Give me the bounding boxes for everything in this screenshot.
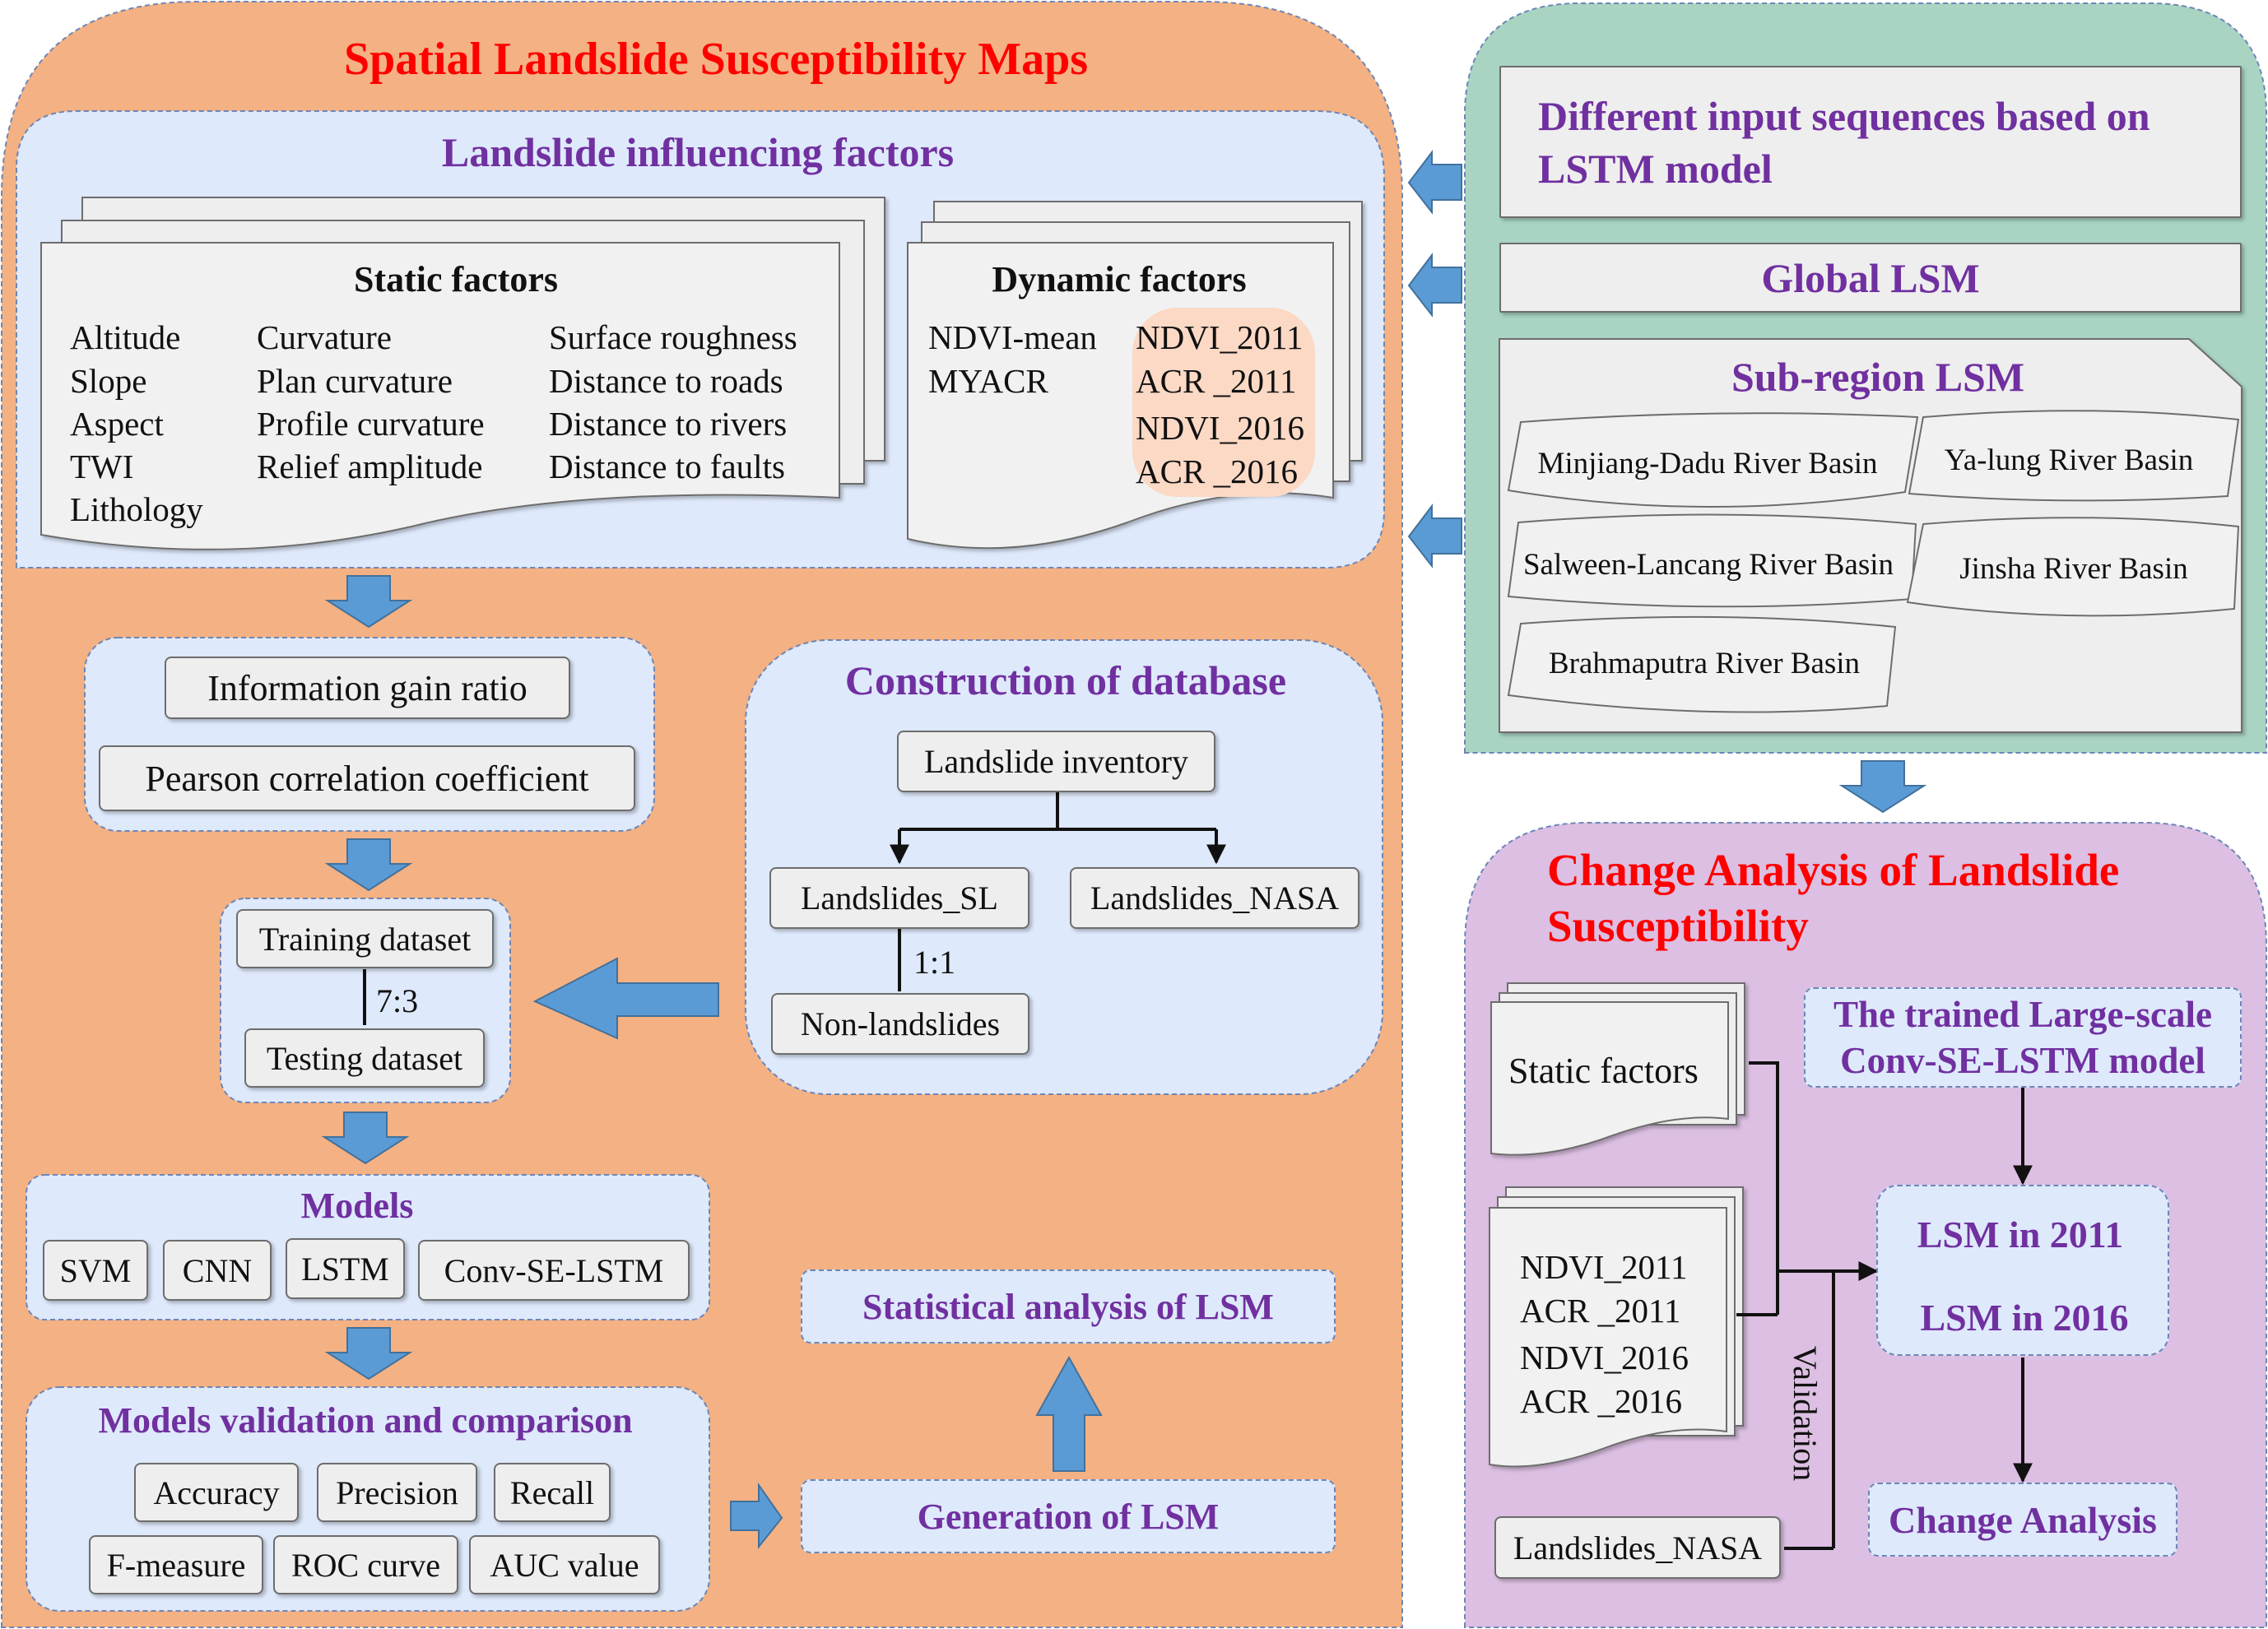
dynamic-highlight [1132,308,1315,497]
dynamic-factors-title: Dynamic factors [992,259,1247,299]
static-factors-title: Static factors [353,259,559,299]
change-connectors [1736,1061,2033,1550]
arrow-down-icon [324,1327,413,1381]
change-landslides-nasa-box: Landslides_NASA [1494,1516,1781,1579]
metric-f-measure: F-measure [89,1535,263,1594]
arrow-down-icon [324,575,413,629]
static-factor: Aspect [70,405,164,443]
static-factor: Slope [70,362,147,400]
database-connectors [363,791,1226,1025]
subregion-title: Sub-region LSM [1731,354,2025,400]
dynamic-factor: MYACR [928,362,1048,400]
change-title: Change Analysis of Landslide Susceptibil… [1547,845,2120,951]
database-title: Construction of database [844,657,1287,703]
change-static-label: Static factors [1508,1051,1699,1091]
split-ratio: 7:3 [376,982,419,1019]
static-factor: Lithology [70,490,203,528]
arrow-left-icon [1407,150,1462,215]
static-factors-document [40,197,885,550]
static-factor: Plan curvature [257,362,453,400]
basin-shape [1507,615,1897,713]
change-dynamic-document [1489,1186,1744,1468]
training-dataset-box: Training dataset [236,909,494,968]
model-conv-se-lstm: Conv-SE-LSTM [418,1240,690,1301]
model-cnn: CNN [163,1240,272,1301]
change-static-document [1490,982,1745,1156]
basin-minjiang-dadu: Minjiang-Dadu River Basin [1537,447,1878,480]
input-sequences-label: Different input sequences based on LSTM … [1538,92,2150,192]
generation-lsm-box: Generation of LSM [801,1479,1336,1553]
pearson-correlation-box: Pearson correlation coefficient [99,745,635,811]
static-factor: Distance to rivers [549,405,788,443]
metric-accuracy: Accuracy [134,1463,299,1522]
influencing-title: Landslide influencing factors [441,129,955,175]
basin-shape [1507,412,1919,508]
arrow-down-icon [321,1112,410,1165]
information-gain-ratio-box: Information gain ratio [165,657,570,719]
basin-shape [1906,517,2240,617]
static-factor: TWI [70,448,134,485]
lsm-2016-label: LSM in 2016 [1920,1297,2129,1339]
change-dynamic-factor: ACR _2011 [1520,1292,1681,1330]
basin-ya-lung: Ya-lung River Basin [1944,443,2194,477]
basin-waves [1507,410,2240,713]
global-lsm-box: Global LSM [1499,243,2242,313]
landslides-nasa-box: Landslides_NASA [1070,867,1359,929]
change-dynamic-factor: ACR _2016 [1520,1382,1683,1420]
lsm-2011-label: LSM in 2011 [1917,1214,2124,1255]
input-sequences-box: Different input sequences based on LSTM … [1499,66,2242,218]
models-title: Models [300,1186,414,1226]
static-factor: Profile curvature [257,405,485,443]
arrow-down-icon [1838,760,1927,814]
validation-title: Models validation and comparison [98,1400,633,1441]
validation-label: Validation [1787,1346,1824,1481]
static-factor: Distance to roads [549,362,783,400]
basin-brahmaputra: Brahmaputra River Basin [1548,647,1861,680]
dynamic-factor: NDVI_2011 [1136,318,1304,356]
dynamic-factor: NDVI-mean [928,318,1097,356]
static-factor: Distance to faults [549,448,785,485]
metric-recall: Recall [494,1463,611,1522]
arrow-up-icon [1035,1355,1103,1472]
arrow-left-icon [1407,253,1462,318]
static-factor: Surface roughness [549,318,797,356]
landslide-inventory-box: Landslide inventory [897,731,1215,792]
testing-dataset-box: Testing dataset [244,1028,485,1088]
static-factor: Altitude [70,318,181,356]
static-factor: Curvature [257,318,392,356]
arrow-left-icon [1407,504,1462,569]
model-lstm: LSTM [286,1238,405,1299]
metric-precision: Precision [317,1463,477,1522]
non-landslides-box: Non-landslides [771,993,1029,1055]
change-dynamic-factor: NDVI_2016 [1520,1339,1689,1376]
arrow-right-icon [730,1482,783,1549]
arrow-down-icon [324,838,413,892]
static-factor: Relief amplitude [257,448,483,485]
trained-model-box: The trained Large-scale Conv-SE-LSTM mod… [1804,987,2242,1088]
arrow-left-icon [532,957,719,1040]
spatial-title: Spatial Landslide Susceptibility Maps [343,34,1089,85]
metric-roc-curve: ROC curve [273,1535,458,1594]
lsm-results-box [1876,1185,2169,1356]
dynamic-factor: NDVI_2016 [1136,409,1304,447]
block-arrows [321,150,1927,1549]
statistical-analysis-box: Statistical analysis of LSM [801,1269,1336,1344]
change-analysis-box: Change Analysis [1868,1483,2177,1557]
landslides-sl-box: Landslides_SL [769,867,1029,929]
sample-ratio: 1:1 [913,944,956,981]
basin-jinsha: Jinsha River Basin [1959,552,2188,586]
change-dynamic-factor: NDVI_2011 [1520,1248,1688,1286]
metric-auc-value: AUC value [469,1535,660,1594]
basin-salween-lancang: Salween-Lancang River Basin [1522,548,1894,582]
basin-shape [1908,410,2240,502]
dynamic-factor: ACR _2011 [1136,362,1297,400]
model-svm: SVM [43,1240,148,1301]
dynamic-factor: ACR _2016 [1136,452,1299,490]
